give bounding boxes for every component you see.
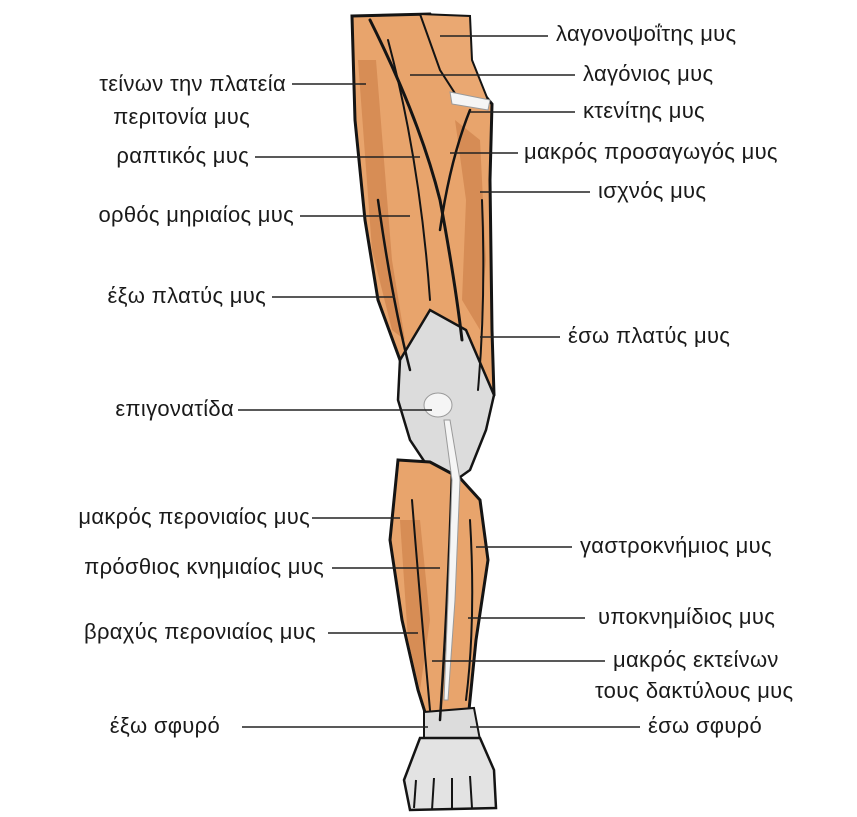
label-tfl-1: τείνων την πλατεία — [0, 70, 286, 98]
label-pectineus: κτενίτης μυς — [583, 97, 705, 125]
label-iliacus: λαγόνιος μυς — [583, 60, 713, 88]
patella-shape — [424, 393, 452, 417]
label-vastus-medialis: έσω πλατύς μυς — [568, 322, 730, 350]
label-adductor-longus: μακρός προσαγωγός μυς — [524, 138, 778, 166]
label-gastrocnemius: γαστροκνήμιος μυς — [580, 532, 772, 560]
label-soleus: υποκνημίδιος μυς — [598, 603, 775, 631]
label-peroneus-longus: μακρός περονιαίος μυς — [0, 503, 310, 531]
label-psoas: λαγονοψοΐτης μυς — [556, 20, 736, 48]
label-rectus-femoris: ορθός μηριαίος μυς — [0, 201, 294, 229]
label-vastus-lateralis: έξω πλατύς μυς — [0, 282, 266, 310]
lower-leg-shape — [390, 460, 488, 722]
label-ext-digitorum-1: μακρός εκτείνων — [613, 646, 779, 674]
label-tibialis-anterior: πρόσθιος κνημιαίος μυς — [0, 553, 324, 581]
label-peroneus-brevis: βραχύς περονιαίος μυς — [0, 618, 316, 646]
label-lateral-malleolus: έξω σφυρό — [0, 712, 220, 740]
label-sartorius: ραπτικός μυς — [0, 142, 249, 170]
label-patella: επιγονατίδα — [0, 395, 234, 423]
label-ext-digitorum-2: τους δακτύλους μυς — [595, 677, 793, 705]
label-medial-malleolus: έσω σφυρό — [648, 712, 762, 740]
label-tfl-2: περιτονία μυς — [0, 103, 250, 131]
foot-shape — [404, 738, 496, 810]
label-gracilis: ισχνός μυς — [598, 177, 706, 205]
